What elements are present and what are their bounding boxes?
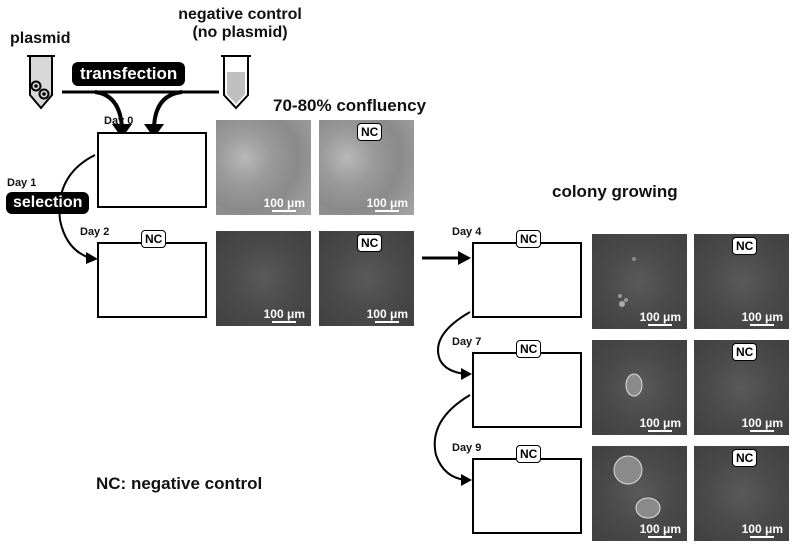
micro-day4-plasmid: 100 μm: [592, 234, 687, 329]
day0-label: Day 0: [104, 115, 134, 127]
scale-bar-label: 100 μm: [741, 416, 783, 430]
day1-label: Day 1: [7, 177, 37, 189]
nc-badge-day2: NC: [141, 230, 167, 248]
day2-label: Day 2: [80, 226, 110, 238]
scale-bar-label: 100 μm: [263, 307, 305, 321]
micro-day0-nc: NC 100 μm: [319, 120, 414, 215]
nc-badge-micro-day0: NC: [357, 123, 383, 141]
nc-badge-micro-day7: NC: [732, 343, 758, 361]
nc-badge-day9: NC: [516, 445, 542, 463]
plate-day2: [97, 242, 207, 318]
confluency-label: 70-80% confluency: [273, 96, 427, 115]
colony-specks: [618, 257, 636, 307]
nc-badge-micro-day2: NC: [357, 234, 383, 252]
colony-cluster: [625, 373, 643, 397]
day9-label: Day 9: [452, 442, 482, 454]
selection-badge: selection: [6, 192, 90, 214]
scale-bar-label: 100 μm: [366, 307, 408, 321]
micro-day2-nc: NC 100 μm: [319, 231, 414, 326]
plasmid-tube-icon: [27, 55, 55, 110]
day7-label: Day 7: [452, 336, 482, 348]
micro-day7-plasmid: 100 μm: [592, 340, 687, 435]
day4-label: Day 4: [452, 226, 482, 238]
scale-bar-label: 100 μm: [639, 310, 681, 324]
scale-bar-label: 100 μm: [639, 416, 681, 430]
micro-day7-nc: NC 100 μm: [694, 340, 789, 435]
scale-bar-label: 100 μm: [263, 196, 305, 210]
negative-control-line1: negative control: [178, 6, 302, 23]
plate-day0: [97, 132, 207, 208]
micro-day2-plasmid: 100 μm: [216, 231, 311, 326]
nc-badge-micro-day9: NC: [732, 449, 758, 467]
plasmid-label: plasmid: [10, 30, 71, 47]
plate-day9: [472, 458, 582, 534]
scale-bar-label: 100 μm: [639, 522, 681, 536]
colony-growing-label: colony growing: [552, 182, 678, 201]
scale-bar-label: 100 μm: [741, 522, 783, 536]
micro-day9-nc: NC 100 μm: [694, 446, 789, 541]
colony-clusters: [613, 455, 661, 519]
micro-day0-plasmid: 100 μm: [216, 120, 311, 215]
nc-badge-day7: NC: [516, 340, 542, 358]
plate-day4: [472, 242, 582, 318]
scale-bar-label: 100 μm: [366, 196, 408, 210]
micro-day9-plasmid: 100 μm: [592, 446, 687, 541]
nc-legend: NC: negative control: [96, 474, 263, 493]
nc-badge-micro-day4: NC: [732, 237, 758, 255]
transfection-badge: transfection: [72, 62, 186, 86]
negative-control-tube-icon: [221, 55, 251, 110]
negative-control-label: negative control (no plasmid): [170, 6, 310, 42]
micro-day4-nc: NC 100 μm: [694, 234, 789, 329]
plate-day7: [472, 352, 582, 428]
negative-control-line2: (no plasmid): [192, 24, 288, 41]
scale-bar-label: 100 μm: [741, 310, 783, 324]
nc-badge-day4: NC: [516, 230, 542, 248]
